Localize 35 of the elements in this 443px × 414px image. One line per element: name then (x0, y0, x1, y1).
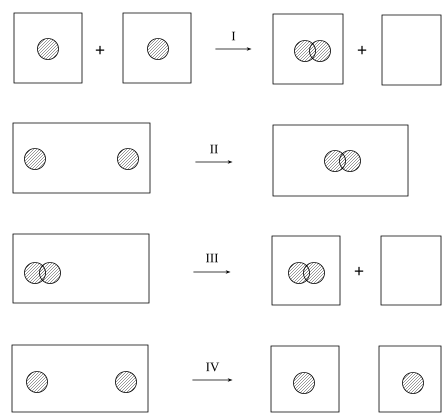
plus-sign: + (354, 266, 364, 276)
particle (39, 262, 61, 284)
container-box (122, 12, 192, 84)
plus-sign: + (96, 46, 104, 54)
step-numeral: II (210, 144, 218, 154)
particle (324, 150, 346, 172)
particle (147, 38, 169, 60)
container-box (272, 14, 344, 84)
container-box (272, 236, 340, 306)
particle (293, 372, 315, 394)
step-numeral: III (206, 254, 218, 262)
particle (24, 262, 46, 284)
container-box (380, 236, 442, 306)
particle (117, 148, 139, 170)
particle (37, 38, 59, 60)
particle (24, 148, 46, 170)
particle (402, 372, 424, 394)
particle (303, 262, 325, 284)
step-numeral: I (232, 32, 236, 40)
particle (339, 150, 361, 172)
particle (309, 40, 331, 62)
container-box (12, 234, 150, 304)
container-box (382, 14, 442, 86)
container-box (12, 344, 148, 412)
container-box (272, 124, 408, 196)
step-numeral: IV (206, 362, 220, 372)
container-box (14, 12, 82, 84)
particle (294, 40, 316, 62)
container-box (12, 122, 150, 194)
particle (115, 371, 137, 393)
container-box (270, 346, 340, 412)
container-box (378, 346, 442, 412)
particle (288, 262, 310, 284)
plus-sign: + (358, 46, 366, 54)
particle (26, 371, 48, 393)
